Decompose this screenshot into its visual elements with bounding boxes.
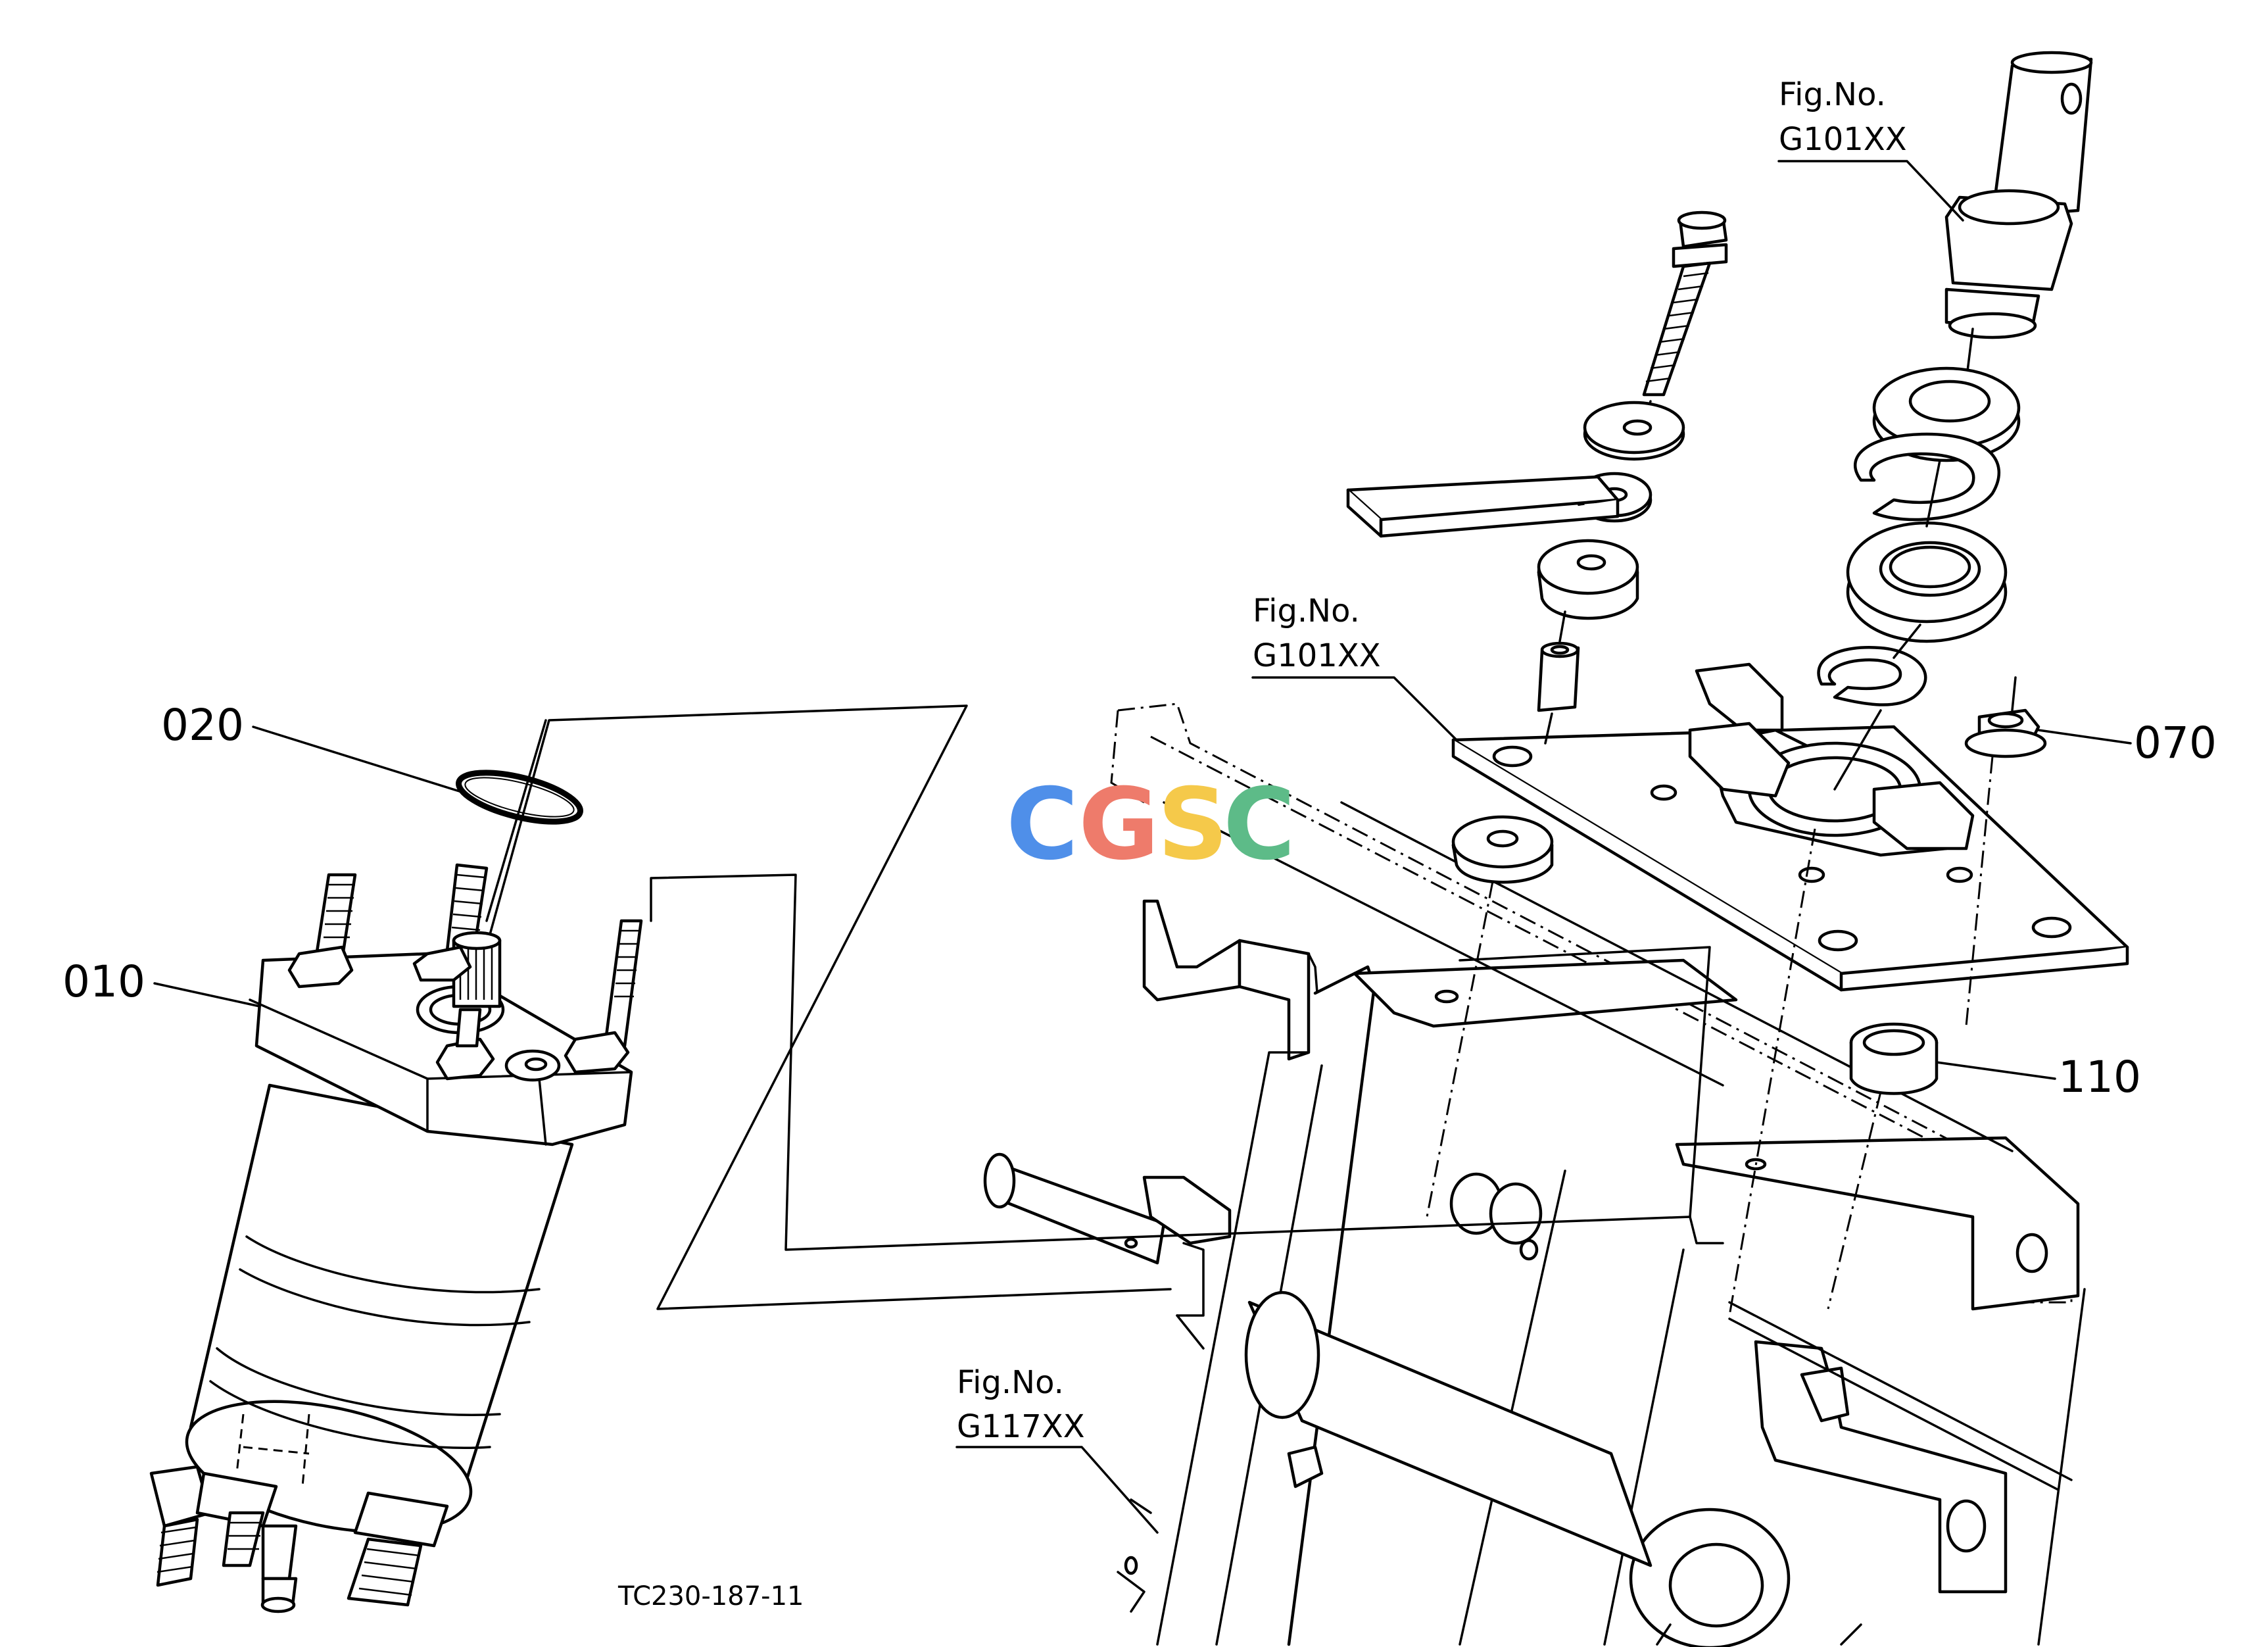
callout-020: 020 <box>161 700 244 750</box>
callout-010: 010 <box>62 956 145 1007</box>
assembly-leader-lines <box>479 704 1724 1310</box>
callout-leaders <box>153 160 2132 1534</box>
callout-070: 070 <box>2134 718 2217 768</box>
electric-motor <box>149 719 643 1613</box>
shaft-assembly <box>1728 51 2093 1316</box>
watermark-letter-s: S <box>1157 768 1228 882</box>
watermark-letter-c2: C <box>1223 768 1295 882</box>
main-frame <box>983 702 2086 1647</box>
fig-ref-bottom-line2: G117XX <box>957 1408 1085 1445</box>
watermark-letter-g: G <box>1078 768 1159 882</box>
callout-110: 110 <box>2058 1052 2141 1102</box>
watermark-letter-c1: C <box>1006 768 1078 882</box>
fig-ref-top-line2: G101XX <box>1779 121 1907 158</box>
drawing-code: TC230-187-11 <box>617 1581 804 1611</box>
o-ring <box>456 770 583 825</box>
nut-and-collar <box>1827 676 2047 1310</box>
fig-ref-bottom-line1: Fig.No. <box>957 1364 1064 1401</box>
mounting-plate <box>1451 662 2129 992</box>
fig-ref-top-line1: Fig.No. <box>1779 76 1886 113</box>
cgsc-watermark: C G S C <box>1006 768 1295 882</box>
fig-ref-middle-line2: G101XX <box>1253 637 1381 674</box>
fig-ref-middle-line1: Fig.No. <box>1253 593 1360 629</box>
bolt-stack <box>1346 210 1728 1217</box>
